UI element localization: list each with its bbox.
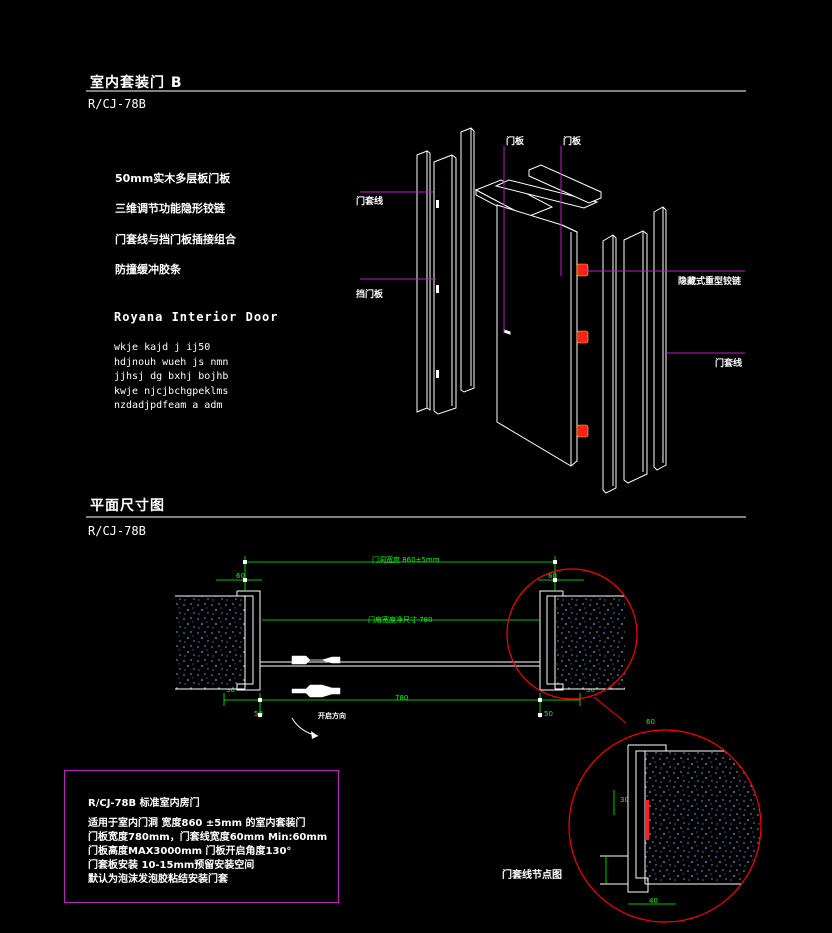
hinges [576, 263, 589, 438]
left-frame-posts [416, 127, 475, 415]
plan-dimensions [216, 556, 584, 718]
dim-side-left: 30 [226, 686, 235, 694]
filler-line-2: hdjnouh wueh js nmn [114, 357, 229, 368]
plan-frames [236, 590, 564, 691]
dim-top-left: 60 [236, 572, 245, 580]
swing-arrowhead [311, 731, 318, 739]
callout-door-panel: 门板 [506, 137, 525, 147]
section1-code: R/CJ-78B [88, 97, 146, 111]
feature-3: 门套线与挡门板插接组合 [115, 233, 236, 246]
dim-bottom-total: 780 [395, 694, 409, 702]
callout-stop-board: 挡门板 [356, 290, 384, 300]
dim-top-overall: 门洞宽度 860±5mm [372, 556, 440, 564]
callout-hinge: 隐藏式重型铰链 [678, 277, 742, 287]
section2-title: 平面尺寸图 [90, 498, 165, 514]
detail-dim-side: 30 [620, 796, 629, 804]
callout-door-board: 门板 [563, 137, 582, 147]
detail-connector [593, 696, 627, 724]
right-frame-posts [602, 206, 667, 494]
callout-frame-line-top: 门套线 [356, 197, 384, 207]
section1-title: 室内套装门 B [90, 75, 183, 91]
filler-line-5: nzdadjpdfeam a adm [114, 400, 223, 411]
callout-frame-line-right: 门套线 [715, 359, 743, 369]
dim-top-right: 60 [548, 572, 557, 580]
swing-direction-label: 开启方向 [318, 712, 346, 720]
brand-name: Royana Interior Door [114, 310, 279, 324]
dim-bottom-right: 50 [544, 710, 553, 718]
plan-handles [291, 655, 341, 698]
spec-title: R/CJ-78B 标准室内房门 [88, 798, 200, 809]
door-leaf [496, 204, 578, 467]
spec-line-1: 适用于室内门洞 宽度860 ±5mm 的室内套装门 [88, 818, 306, 829]
header-pieces [474, 164, 602, 223]
feature-2: 三维调节功能隐形铰链 [115, 202, 225, 215]
dim-ticks [243, 560, 557, 717]
detail-view [600, 730, 761, 905]
filler-line-4: kwje njcjbchgpeklms [114, 386, 229, 397]
spec-line-2: 门板宽度780mm，门套线宽度60mm Min:60mm [88, 832, 328, 843]
callout-leaders [360, 146, 745, 354]
detail-dim-bottom: 40 [649, 897, 658, 905]
spec-line-4: 门套板安装 10-15mm预留安装空间 [88, 860, 255, 871]
detail-dim-top: 60 [646, 718, 655, 726]
filler-line-1: wkje kajd j ij50 [114, 342, 211, 353]
detail-marker-circle [506, 568, 638, 700]
filler-line-3: jjhsj dg bxhj bojhb [114, 371, 229, 382]
spec-box [64, 770, 339, 903]
plan-walls [175, 595, 625, 690]
detail-label: 门套线节点图 [502, 870, 562, 881]
feature-1: 50mm实木多层板门板 [115, 172, 231, 185]
detail-circle [568, 729, 762, 923]
feature-4: 防撞缓冲胶条 [115, 263, 181, 276]
spec-line-3: 门板高度MAX3000mm 门板开启角度130° [88, 846, 292, 857]
spec-line-5: 默认为泡沫发泡胶粘结安装门套 [88, 874, 228, 885]
left-hinge-slots [436, 200, 439, 378]
section2-code: R/CJ-78B [88, 524, 146, 538]
dim-side-right: 30 [586, 686, 595, 694]
